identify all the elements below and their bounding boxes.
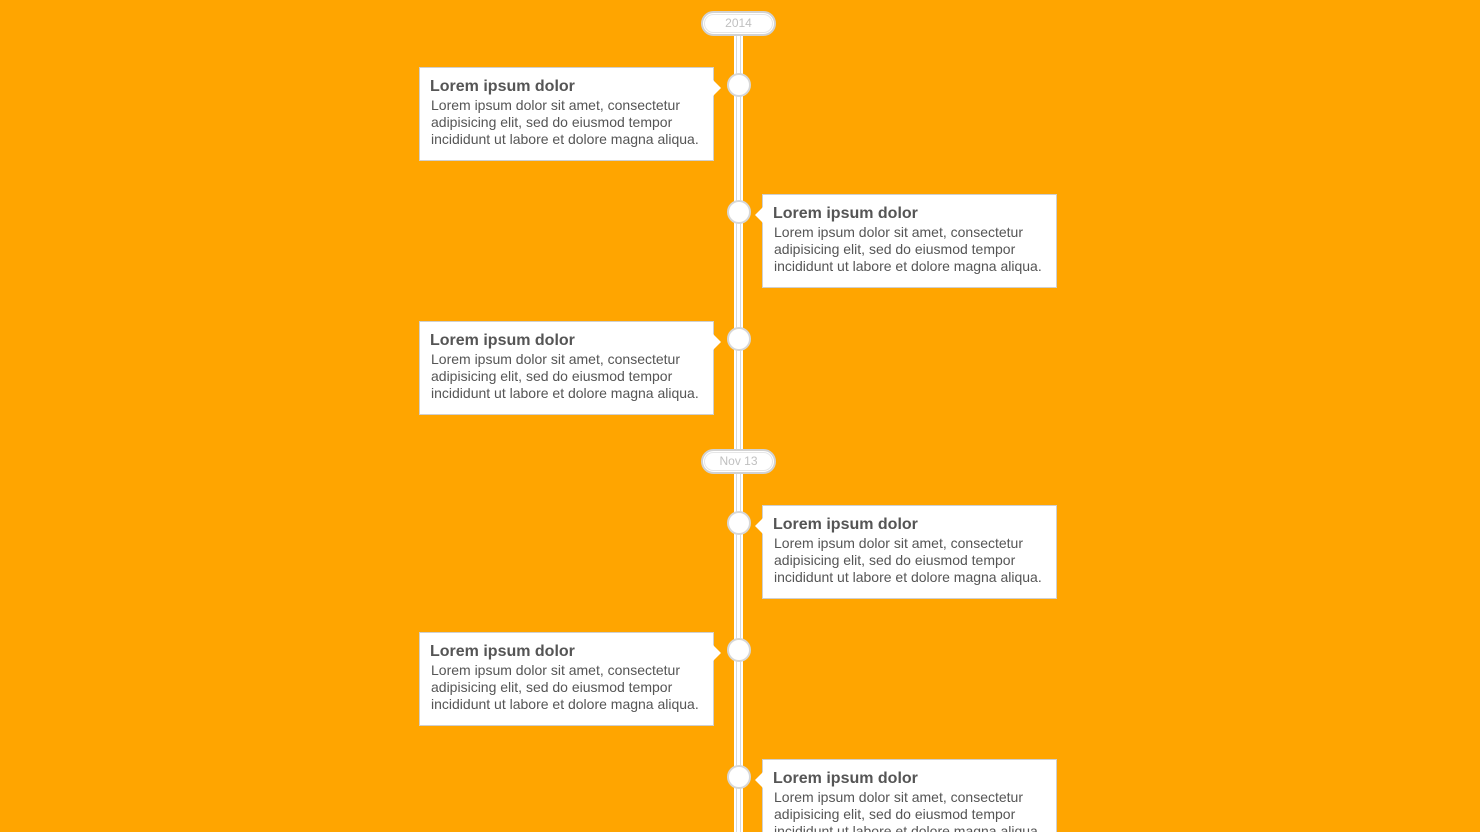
entry-title: Lorem ipsum dolor	[773, 770, 918, 787]
entry-title: Lorem ipsum dolor	[430, 332, 575, 349]
timeline-marker-month: Nov 13	[701, 449, 776, 474]
timeline-marker-label: Nov 13	[719, 454, 758, 468]
timeline-dot	[727, 511, 751, 535]
entry-body: Lorem ipsum dolor sit amet, consectetur …	[774, 224, 1042, 274]
entry-body: Lorem ipsum dolor sit amet, consectetur …	[431, 97, 699, 147]
timeline-entry-card: Lorem ipsum dolor Lorem ipsum dolor sit …	[755, 759, 1057, 832]
card-pointer-arrow	[713, 80, 721, 96]
timeline-dot	[727, 327, 751, 351]
timeline-dot	[727, 73, 751, 97]
timeline-marker-label: 2014	[725, 16, 752, 30]
entry-body: Lorem ipsum dolor sit amet, consectetur …	[431, 351, 699, 401]
card-pointer-arrow	[713, 645, 721, 661]
entry-body: Lorem ipsum dolor sit amet, consectetur …	[431, 662, 699, 712]
timeline-entry-card: Lorem ipsum dolor Lorem ipsum dolor sit …	[419, 67, 721, 161]
card-pointer-arrow	[755, 518, 763, 534]
entry-title: Lorem ipsum dolor	[430, 78, 575, 95]
entry-title: Lorem ipsum dolor	[430, 643, 575, 660]
card-pointer-arrow	[713, 334, 721, 350]
card-pointer-arrow	[755, 772, 763, 788]
timeline-entry-card: Lorem ipsum dolor Lorem ipsum dolor sit …	[755, 194, 1057, 288]
timeline-entry-card: Lorem ipsum dolor Lorem ipsum dolor sit …	[419, 321, 721, 415]
timeline-entry-card: Lorem ipsum dolor Lorem ipsum dolor sit …	[419, 632, 721, 726]
entry-title: Lorem ipsum dolor	[773, 205, 918, 222]
entry-body: Lorem ipsum dolor sit amet, consectetur …	[774, 789, 1042, 832]
entry-title: Lorem ipsum dolor	[773, 516, 918, 533]
timeline-axis	[734, 24, 743, 832]
timeline-marker-year: 2014	[701, 11, 776, 36]
timeline-dot	[727, 638, 751, 662]
timeline-dot	[727, 765, 751, 789]
entry-body: Lorem ipsum dolor sit amet, consectetur …	[774, 535, 1042, 585]
timeline-dot	[727, 200, 751, 224]
timeline-entry-card: Lorem ipsum dolor Lorem ipsum dolor sit …	[755, 505, 1057, 599]
card-pointer-arrow	[755, 207, 763, 223]
